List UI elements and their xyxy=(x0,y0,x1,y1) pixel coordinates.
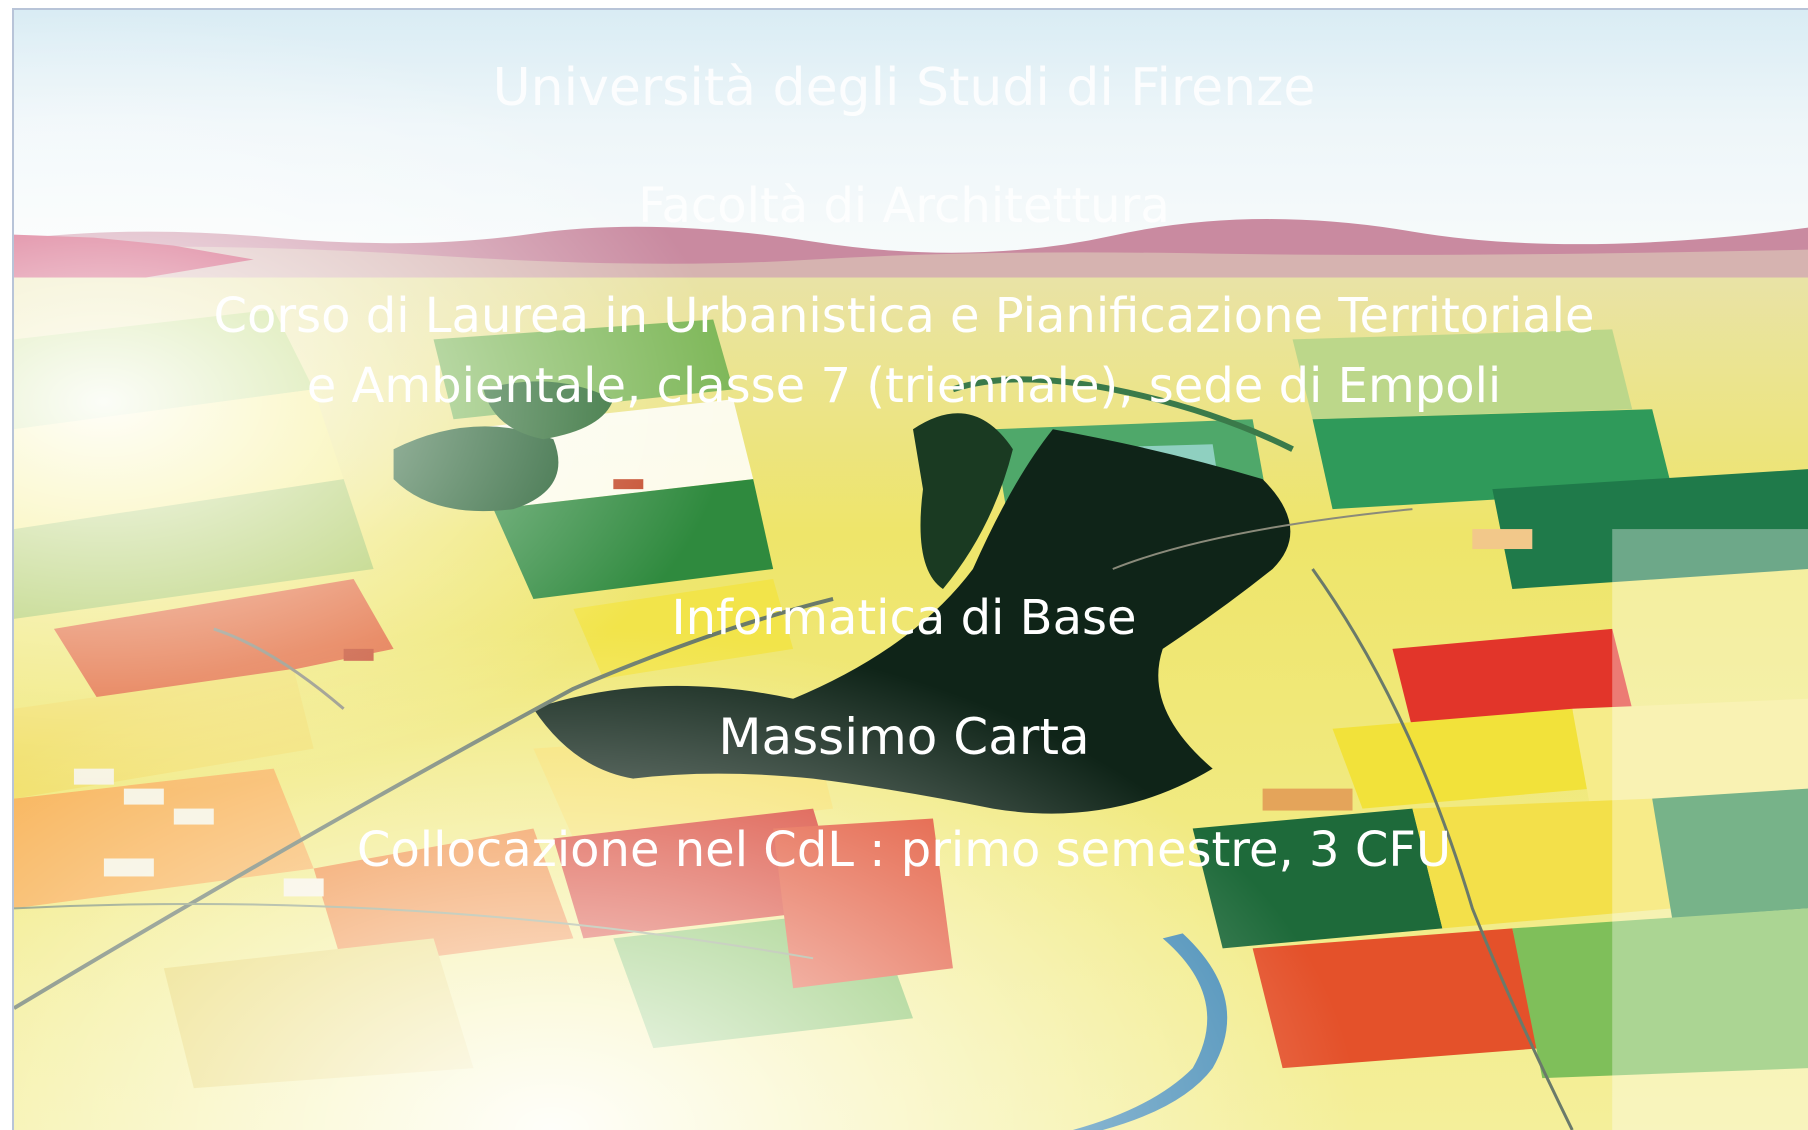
university-title: Università degli Studi di Firenze xyxy=(492,58,1316,118)
course-line-1: Corso di Laurea in Urbanistica e Pianifi… xyxy=(213,288,1595,344)
faculty-title: Facoltà di Architettura xyxy=(638,178,1170,234)
course-placement: Collocazione nel CdL : primo semestre, 3… xyxy=(356,822,1452,878)
subject-title: Informatica di Base xyxy=(671,590,1137,646)
author-name: Massimo Carta xyxy=(718,708,1090,766)
course-line-2: e Ambientale, classe 7 (triennale), sede… xyxy=(306,358,1502,414)
aerial-landscape-illustration xyxy=(14,10,1808,1130)
slide-frame xyxy=(12,8,1808,1130)
